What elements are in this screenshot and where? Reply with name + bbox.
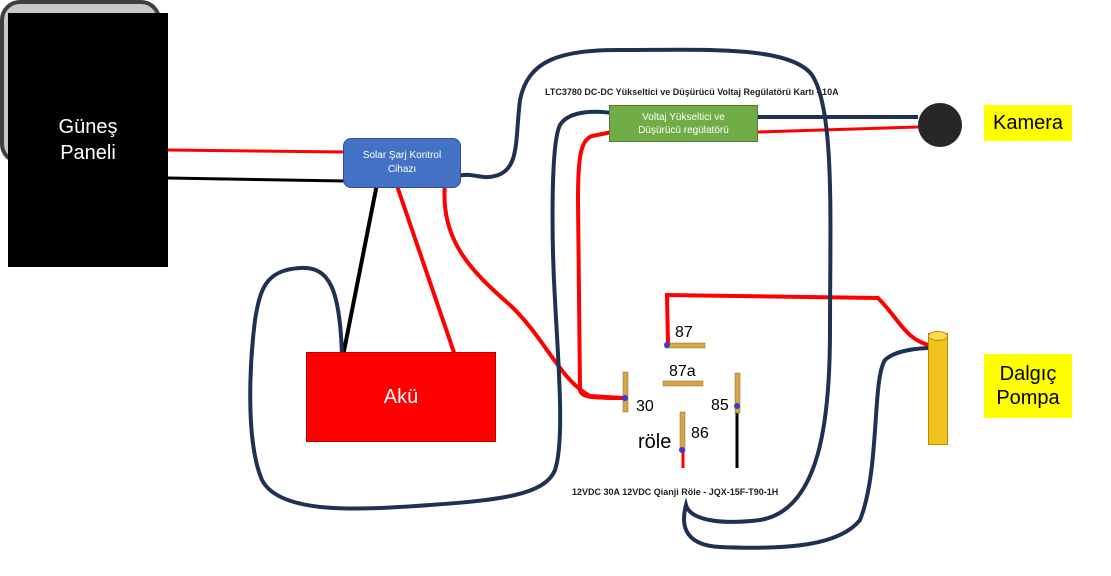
regulator-line1: Voltaj Yükseltici ve <box>642 111 725 123</box>
pump-label-line1: Dalgıç <box>999 363 1057 385</box>
relay-pump-wire <box>664 292 933 348</box>
panel-negative-wire <box>167 176 346 183</box>
battery-ground-loop <box>248 109 613 511</box>
battery: Akü <box>306 352 496 442</box>
solar-panel-line2: Paneli <box>60 142 116 164</box>
relay-name: röle <box>638 431 672 453</box>
controller-line2: Cihazı <box>387 164 417 175</box>
battery-negative-wire <box>341 183 379 357</box>
pin-30-label: 30 <box>636 398 654 415</box>
camera-icon <box>918 103 962 147</box>
relay-caption: 12VDC 30A 12VDC Qianji Röle - JQX-15F-T9… <box>572 487 779 497</box>
pin-86-label: 86 <box>691 425 709 442</box>
regulator-to-relay-wire <box>575 130 624 400</box>
pump-cap-icon <box>928 331 948 341</box>
controller-line1: Solar Şarj Kontrol <box>362 150 442 161</box>
pump-label-line2: Pompa <box>996 387 1060 409</box>
panel-positive-wire <box>167 148 346 154</box>
regulator-camera-positive <box>757 125 919 134</box>
pump-icon <box>928 333 948 445</box>
camera-label: Kamera <box>984 105 1072 141</box>
regulator-line2: Düşürücü regülatörü <box>638 124 729 136</box>
camera-label-text: Kamera <box>992 112 1064 134</box>
ground-loop-wire <box>457 47 933 550</box>
battery-label: Akü <box>383 385 419 408</box>
regulator-caption: LTC3780 DC-DC Yükseltici ve Düşürücü Vol… <box>545 87 839 97</box>
controller-to-relay-wire <box>442 181 624 400</box>
solar-panel-line1: Güneş <box>58 116 118 138</box>
battery-positive-wire <box>393 179 462 371</box>
pin-87-label: 87 <box>675 324 693 341</box>
pin-85-label: 85 <box>711 397 729 414</box>
pin-87a-label: 87a <box>669 363 696 380</box>
